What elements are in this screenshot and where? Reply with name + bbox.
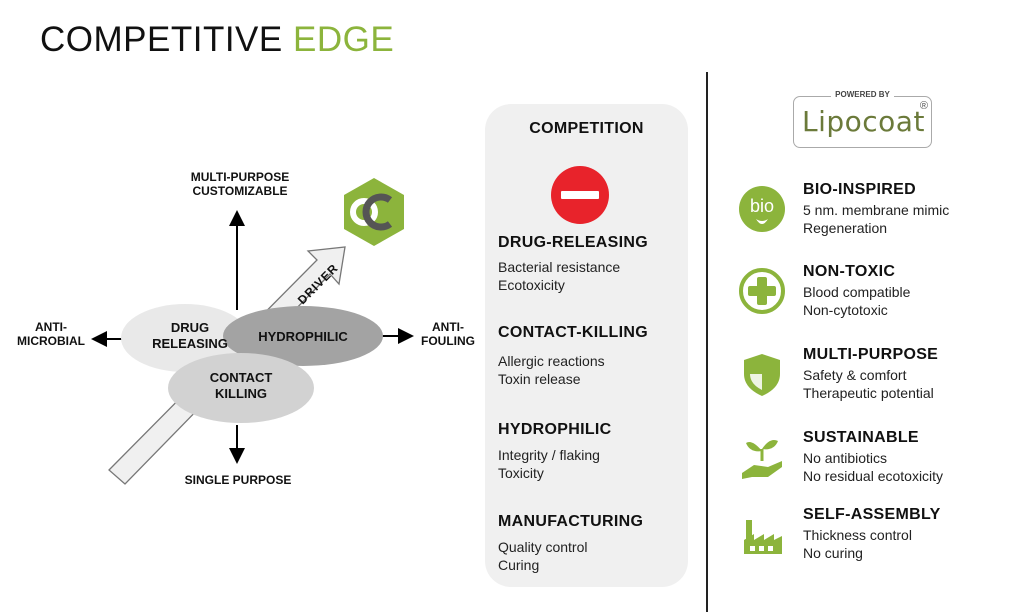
competition-item: MANUFACTURING Quality control Curing: [498, 513, 688, 574]
feature-heading: MULTI-PURPOSE: [803, 346, 939, 363]
feature-bio-inspired: bio BIO-INSPIRED 5 nm. membrane mimic Re…: [738, 181, 1018, 241]
feature-line: No residual ecotoxicity: [803, 468, 944, 484]
feature-self-assembly: SELF-ASSEMBLY Thickness control No curin…: [738, 506, 1018, 566]
feature-sustainable: SUSTAINABLE No antibiotics No residual e…: [738, 429, 1018, 489]
plus-icon: [739, 268, 785, 314]
feature-line: 5 nm. membrane mimic: [803, 202, 950, 218]
competition-heading: DRUG-RELEASING: [498, 234, 648, 251]
positioning-diagram: MULTI-PURPOSE CUSTOMIZABLE SINGLE PURPOS…: [0, 150, 480, 510]
axis-right-label: ANTI- FOULING: [418, 320, 478, 348]
competition-line: Allergic reactions: [498, 353, 605, 369]
feature-line: Safety & comfort: [803, 367, 907, 383]
powered-by-label: POWERED BY: [831, 90, 894, 99]
competition-line: Toxin release: [498, 371, 581, 387]
title-main: COMPETITIVE: [40, 20, 293, 59]
feature-heading: SUSTAINABLE: [803, 429, 919, 446]
feature-line: No antibiotics: [803, 450, 888, 466]
axis-right-line2: FOULING: [421, 334, 475, 348]
feature-line: Non-cytotoxic: [803, 302, 888, 318]
shield-icon: [744, 354, 780, 396]
axis-left-label: ANTI- MICROBIAL: [8, 320, 94, 348]
bio-icon: bio: [739, 186, 785, 232]
feature-line: No curing: [803, 545, 863, 561]
competition-item: HYDROPHILIC Integrity / flaking Toxicity: [498, 421, 688, 482]
contact-line2: KILLING: [215, 386, 267, 401]
feature-heading: NON-TOXIC: [803, 263, 896, 280]
feature-multi-purpose: MULTI-PURPOSE Safety & comfort Therapeut…: [738, 346, 1018, 406]
vertical-divider: [706, 72, 708, 612]
competition-item: DRUG-RELEASING Bacterial resistance Ecot…: [498, 234, 688, 294]
axis-left-line1: ANTI-: [35, 320, 67, 334]
competition-line: Bacterial resistance: [498, 259, 621, 275]
hydrophilic-label: HYDROPHILIC: [258, 329, 348, 344]
diagram-graphics: [91, 178, 414, 485]
feature-non-toxic: NON-TOXIC Blood compatible Non-cytotoxic: [738, 263, 1018, 323]
contact-line1: CONTACT: [209, 370, 273, 385]
drug-line2: RELEASING: [152, 336, 228, 351]
competition-item: CONTACT-KILLING Allergic reactions Toxin…: [498, 324, 688, 388]
page-title: COMPETITIVE EDGE: [40, 20, 394, 60]
title-accent: EDGE: [292, 20, 395, 59]
competition-line: Integrity / flaking: [498, 447, 600, 463]
registered-mark: ®: [919, 100, 928, 112]
competition-line: Toxicity: [498, 465, 544, 481]
ellipse-hydrophilic: [223, 306, 383, 366]
axis-top-label: MULTI-PURPOSE CUSTOMIZABLE: [170, 170, 310, 198]
powered-by-logo: POWERED BY Lipocoat ®: [793, 90, 932, 148]
drug-releasing-label: DRUG RELEASING: [140, 320, 240, 352]
no-entry-icon: [551, 166, 609, 224]
ellipse-contact-killing: [168, 353, 314, 423]
competition-line: Ecotoxicity: [498, 277, 565, 293]
feature-heading: SELF-ASSEMBLY: [803, 506, 941, 523]
contact-killing-label: CONTACT KILLING: [191, 370, 291, 402]
feature-line: Thickness control: [803, 527, 912, 543]
competition-heading: HYDROPHILIC: [498, 421, 612, 438]
bio-icon-text: bio: [750, 196, 774, 216]
axis-right-line1: ANTI-: [432, 320, 464, 334]
competition-heading: MANUFACTURING: [498, 513, 644, 530]
axis-top-line2: CUSTOMIZABLE: [192, 184, 288, 198]
drug-line1: DRUG: [170, 320, 210, 335]
feature-line: Therapeutic potential: [803, 385, 934, 401]
lipocoat-hex-icon: [344, 178, 404, 246]
axis-top-line1: MULTI-PURPOSE: [190, 170, 290, 184]
logo-wordmark: Lipocoat: [802, 105, 925, 138]
feature-line: Regeneration: [803, 220, 888, 236]
plant-hand-icon: [742, 440, 782, 479]
powered-by-text: POWERED BY: [794, 90, 931, 99]
feature-heading: BIO-INSPIRED: [803, 181, 916, 198]
axis-bottom-label: SINGLE PURPOSE: [184, 473, 292, 487]
competition-heading: CONTACT-KILLING: [498, 324, 648, 341]
axis-left-line2: MICROBIAL: [17, 334, 85, 348]
factory-icon: [744, 520, 782, 554]
competition-line: Curing: [498, 557, 540, 573]
competition-line: Quality control: [498, 539, 588, 555]
feature-line: Blood compatible: [803, 284, 911, 300]
competition-panel: COMPETITION DRUG-RELEASING Bacterial res…: [485, 104, 688, 587]
competition-title: COMPETITION: [529, 120, 644, 137]
